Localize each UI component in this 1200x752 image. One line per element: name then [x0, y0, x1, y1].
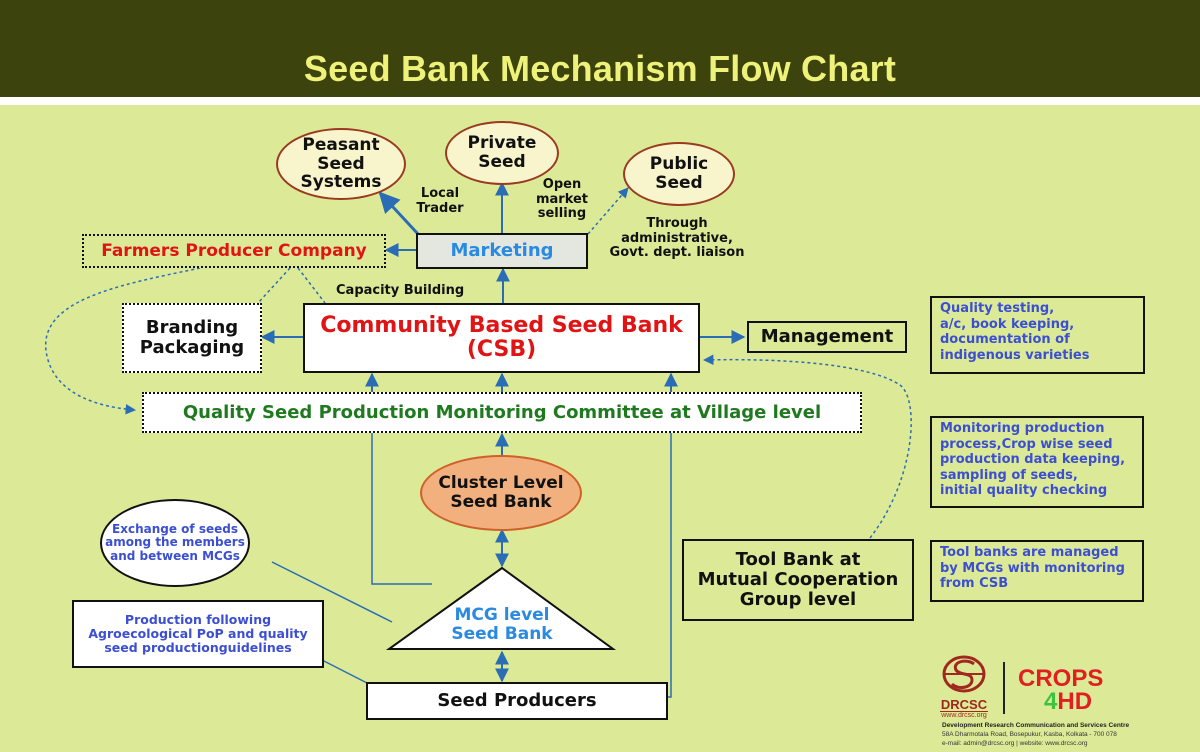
note-toolbank-management: Tool banks are managed by MCGs with moni…	[930, 540, 1144, 602]
page-title: Seed Bank Mechanism Flow Chart	[303, 48, 897, 89]
edge-marketing-to-public	[587, 187, 629, 235]
note-monitoring-tasks: Monitoring production process,Crop wise …	[930, 416, 1144, 508]
drcsc-logo-text: DRCSC	[940, 697, 988, 712]
org-address: 58A Dharmotala Road, Bosepukur, Kasba, K…	[942, 731, 1117, 738]
node-quality-seed-production-monitoring-committee: Quality Seed Production Monitoring Commi…	[142, 392, 862, 433]
edge-fpc-to-csb	[297, 267, 326, 304]
label-capacity-building: Capacity Building	[336, 283, 465, 298]
drcsc-logo: DRCSC www.drcsc.org	[940, 654, 988, 719]
node-production-guidelines: Production following Agroecological PoP …	[72, 600, 324, 668]
edge-exchange-to-mcg	[271, 561, 393, 623]
node-peasant-seed-systems: Peasant Seed Systems	[276, 128, 406, 200]
label-local-trader: Local Trader	[416, 186, 464, 216]
crops-4hd-line: 4HD	[1018, 687, 1103, 715]
node-exchange-of-seeds: Exchange of seeds among the members and …	[100, 499, 250, 587]
edge-producers-to-qspmc	[667, 433, 672, 698]
crops4hd-logo: CROPS 4HD	[1018, 665, 1104, 715]
crops-4-text: 4	[1044, 687, 1058, 715]
label-through-administrative: Through administrative, Govt. dept. liai…	[609, 216, 745, 261]
node-tool-bank: Tool Bank at Mutual Cooperation Group le…	[682, 539, 914, 621]
node-private-seed: Private Seed	[445, 121, 559, 185]
node-farmers-producer-company: Farmers Producer Company	[82, 234, 386, 268]
node-management: Management	[747, 321, 907, 353]
node-mcg-level-seed-bank: MCG level Seed Bank	[451, 605, 553, 644]
edge-production-to-producers	[321, 659, 368, 684]
label-open-market-selling: Open market selling	[535, 177, 589, 222]
org-name: Development Research Communication and S…	[942, 722, 1130, 729]
drcsc-url: www.drcsc.org	[941, 712, 987, 719]
edge-fpc-to-branding	[257, 267, 291, 304]
node-cluster-level-seed-bank: Cluster Level Seed Bank	[420, 455, 582, 531]
node-branding-packaging: Branding Packaging	[122, 303, 262, 373]
logo-divider	[1003, 662, 1005, 714]
edge-fpc-to-qspmc	[45, 267, 201, 415]
node-public-seed: Public Seed	[623, 142, 735, 206]
edge-mcg-to-qspmc	[371, 433, 432, 585]
node-community-based-seed-bank: Community Based Seed Bank (CSB)	[303, 303, 700, 373]
header-bar: Seed Bank Mechanism Flow Chart	[0, 0, 1200, 97]
mcg-triangle	[385, 566, 617, 650]
edge-marketing-to-peasant	[378, 191, 420, 236]
header-divider	[0, 97, 1200, 105]
crops-text: CROPS	[1018, 665, 1104, 692]
node-marketing: Marketing	[416, 233, 588, 269]
node-seed-producers: Seed Producers	[366, 682, 668, 720]
edge-toolbank-to-csb	[702, 354, 912, 539]
drcsc-emblem-icon	[942, 655, 986, 693]
org-contact: e-mail: admin@drcsc.org | website: www.d…	[942, 740, 1088, 747]
note-management-tasks: Quality testing, a/c, book keeping, docu…	[930, 296, 1145, 374]
crops-hd-text: HD	[1057, 687, 1093, 715]
